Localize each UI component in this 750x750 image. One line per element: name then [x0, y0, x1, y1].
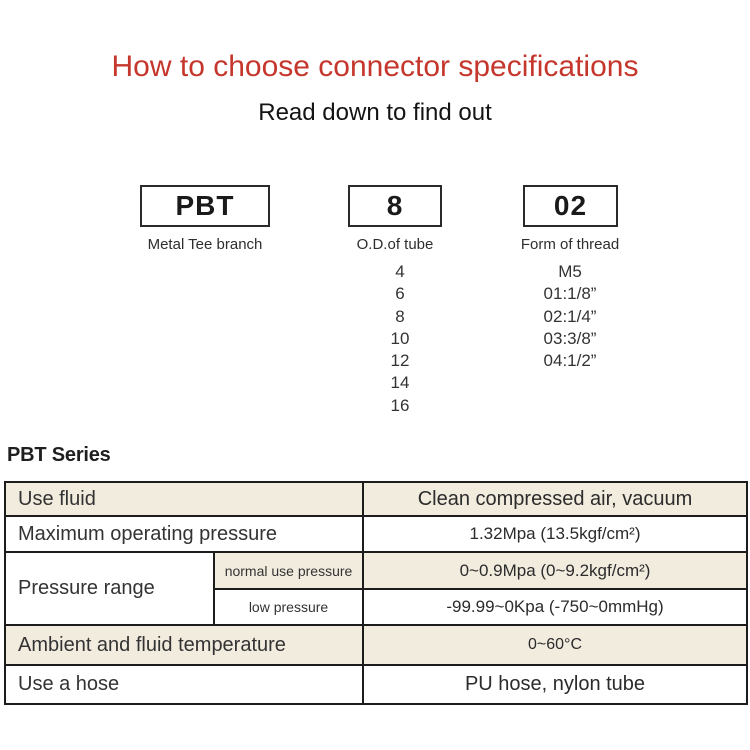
- spec-label-pressure-range: Pressure range: [4, 551, 215, 626]
- spec-table: Use fluid Clean compressed air, vacuum M…: [4, 481, 748, 705]
- thread-form-option: 02:1/4”: [543, 306, 597, 326]
- series-heading: PBT Series: [7, 444, 111, 466]
- table-row: Ambient and fluid temperature 0~60°C: [4, 624, 748, 666]
- tube-size-option: 6: [395, 284, 405, 304]
- spec-label-use-fluid: Use fluid: [4, 481, 364, 517]
- table-row: Use a hose PU hose, nylon tube: [4, 664, 748, 705]
- thread-form-options: M5 01:1/8” 02:1/4” 03:3/8” 04:1/2”: [500, 261, 640, 372]
- table-row: Maximum operating pressure 1.32Mpa (13.5…: [4, 515, 748, 553]
- table-row: Pressure range normal use pressure 0~0.9…: [4, 551, 748, 626]
- code-box-series: PBT: [140, 185, 270, 227]
- tube-size-option: 16: [390, 395, 410, 415]
- thread-form-option: M5: [558, 262, 582, 281]
- code-label-series: Metal Tee branch: [147, 236, 263, 253]
- table-row: Use fluid Clean compressed air, vacuum: [4, 481, 748, 517]
- code-box-series-text: PBT: [175, 190, 235, 221]
- code-label-tube-od: O.D.of tube: [356, 236, 434, 253]
- spec-sublabel-low-pressure: low pressure: [213, 588, 364, 626]
- spec-label-temperature: Ambient and fluid temperature: [4, 624, 364, 666]
- spec-sublabel-normal-pressure: normal use pressure: [213, 551, 364, 590]
- code-label-thread: Form of thread: [520, 236, 620, 253]
- page-title: How to choose connector specifications: [111, 50, 639, 83]
- spec-value-temperature: 0~60°C: [362, 624, 748, 666]
- page-subtitle: Read down to find out: [258, 99, 492, 126]
- spec-value-low-pressure: -99.99~0Kpa (-750~0mmHg): [362, 588, 748, 626]
- spec-value-hose: PU hose, nylon tube: [362, 664, 748, 705]
- spec-value-normal-pressure: 0~0.9Mpa (0~9.2kgf/cm²): [362, 551, 748, 590]
- tube-size-options: 4 6 8 10 12 14 16: [350, 261, 450, 417]
- spec-label-hose: Use a hose: [4, 664, 364, 705]
- code-box-tube-od-text: 8: [386, 190, 404, 221]
- tube-size-option: 10: [390, 328, 410, 348]
- tube-size-option: 4: [395, 262, 405, 281]
- thread-form-option: 01:1/8”: [543, 284, 597, 304]
- code-box-tube-od: 8: [348, 185, 442, 227]
- thread-form-option: 03:3/8”: [543, 328, 597, 348]
- code-box-thread-text: 02: [553, 190, 588, 221]
- thread-form-option: 04:1/2”: [543, 351, 597, 371]
- spec-value-max-pressure: 1.32Mpa (13.5kgf/cm²): [362, 515, 748, 553]
- tube-size-option: 14: [390, 373, 410, 393]
- code-box-thread: 02: [523, 185, 618, 227]
- tube-size-option: 12: [390, 351, 410, 371]
- table-row: low pressure -99.99~0Kpa (-750~0mmHg): [5, 588, 748, 626]
- spec-value-use-fluid: Clean compressed air, vacuum: [362, 481, 748, 517]
- spec-label-max-pressure: Maximum operating pressure: [4, 515, 364, 553]
- tube-size-option: 8: [395, 306, 405, 326]
